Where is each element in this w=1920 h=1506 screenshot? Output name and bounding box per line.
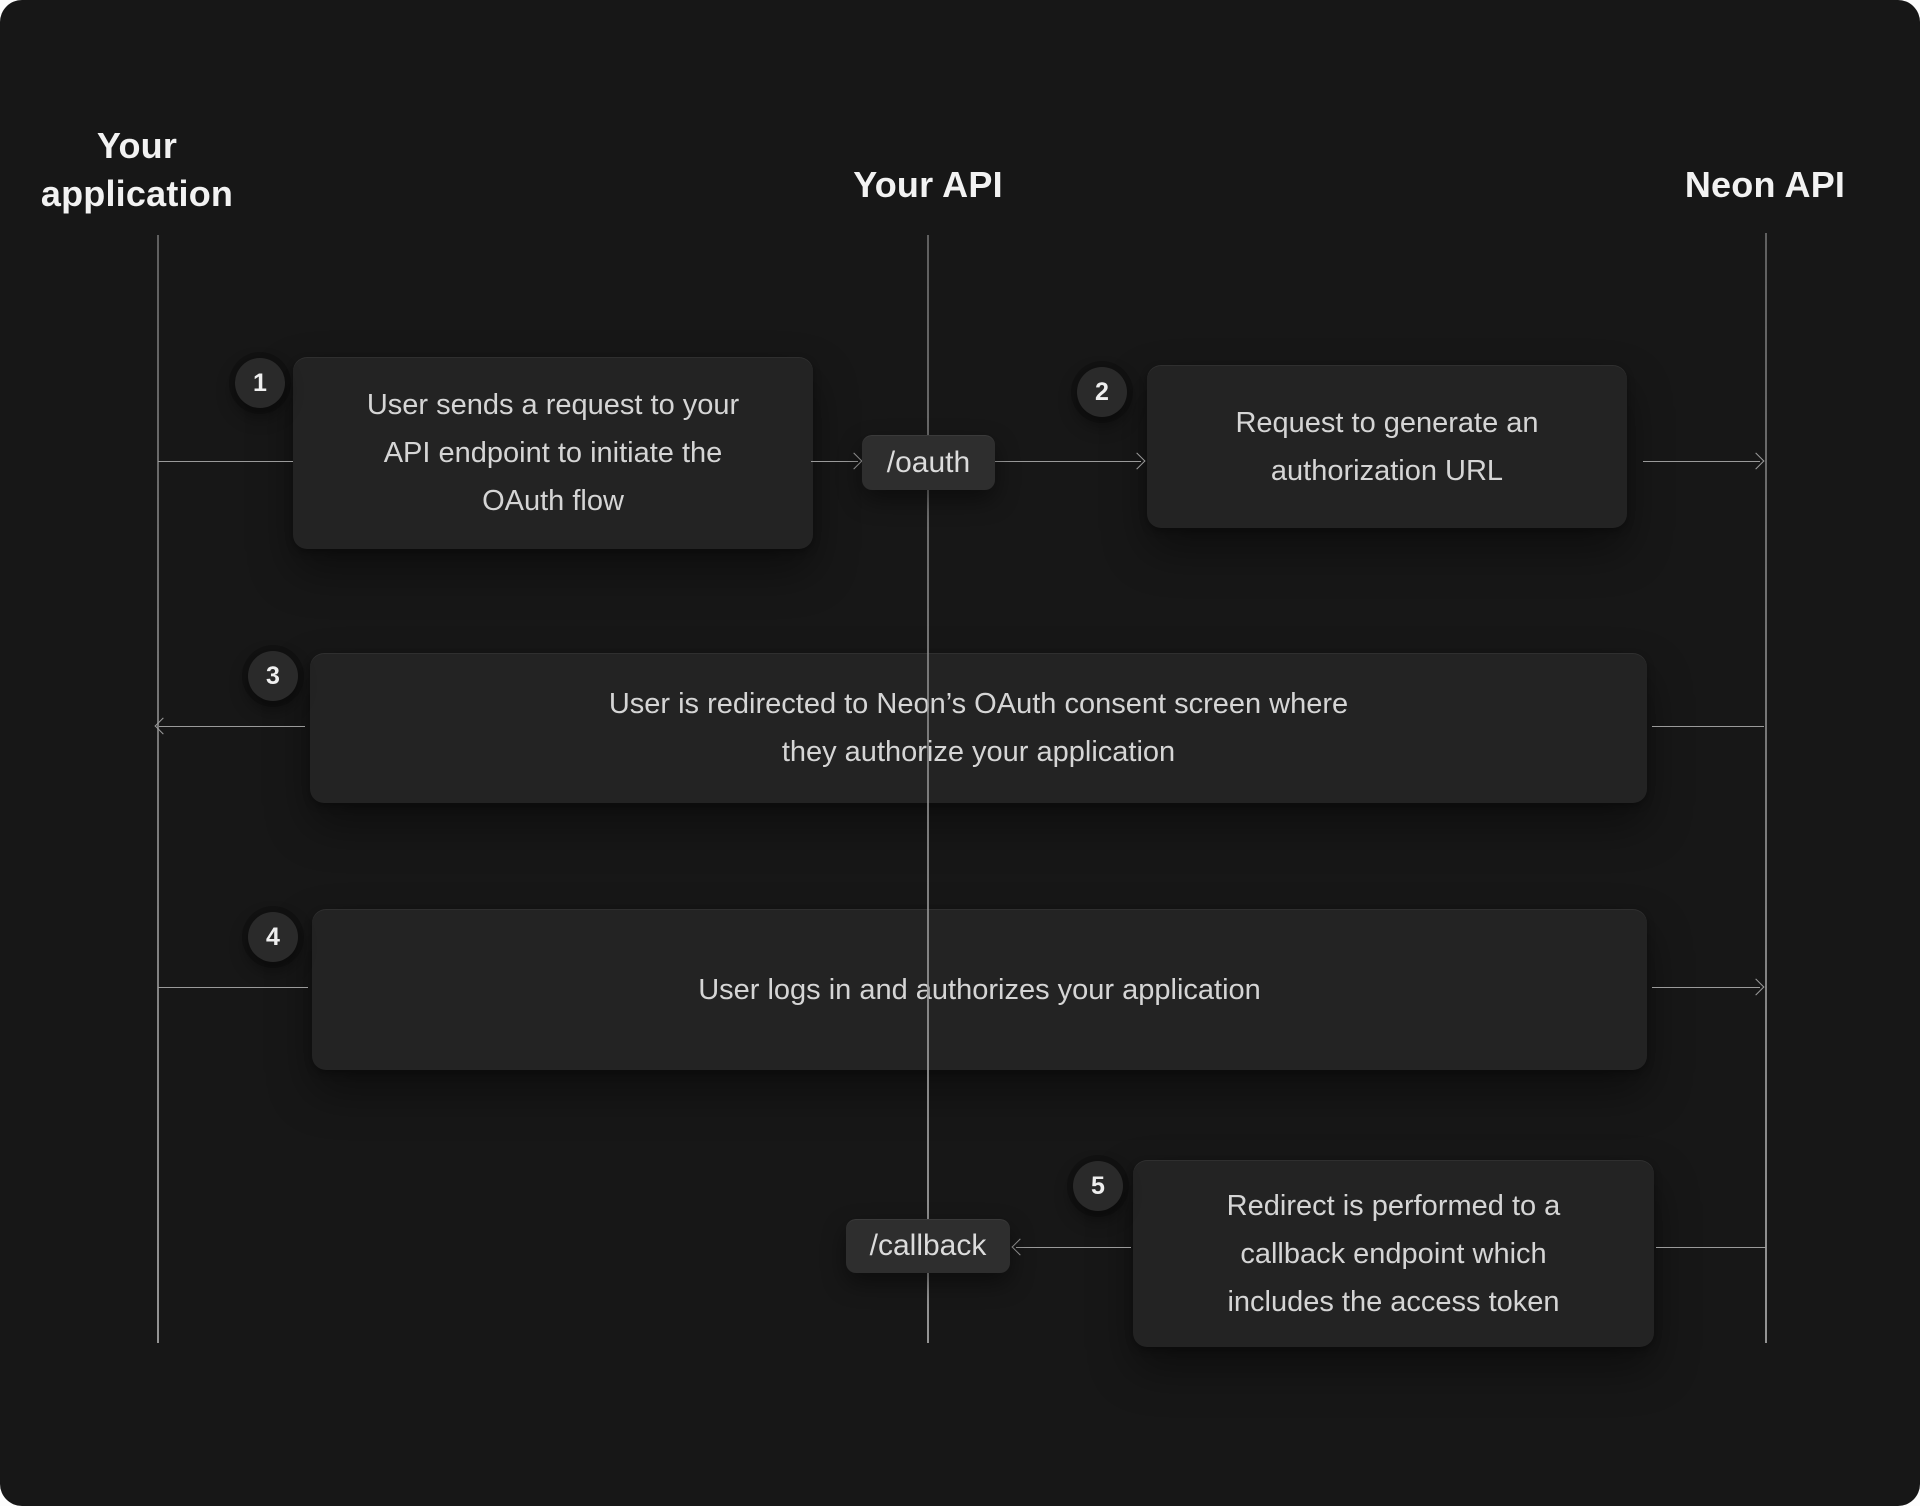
step-box-1-line: OAuth flow bbox=[482, 485, 624, 517]
step-box-1-line: API endpoint to initiate the bbox=[383, 437, 723, 469]
arrow-box5-to-callback bbox=[1016, 1247, 1131, 1248]
arrow-box1-to-oauth bbox=[811, 461, 858, 462]
lifeline-neon-api bbox=[1765, 233, 1767, 1343]
endpoint-chip-callback: /callback bbox=[846, 1219, 1010, 1273]
step-box-5-line: includes the access token bbox=[1227, 1285, 1560, 1318]
step-box-2-line: Request to generate an bbox=[1235, 406, 1539, 439]
step-box-3-line: User is redirected to Neon’s OAuth conse… bbox=[608, 688, 1349, 720]
connector-neon-to-box5 bbox=[1656, 1247, 1766, 1248]
endpoint-chip-oauth: /oauth bbox=[862, 435, 995, 490]
step-box-4-line: User logs in and authorizes your applica… bbox=[698, 973, 1261, 1006]
lane-label-your-api: Your API bbox=[853, 164, 1003, 205]
arrow-box3-to-app bbox=[159, 726, 305, 727]
step-box-2-line: authorization URL bbox=[1270, 454, 1504, 487]
step-badge-1: 1 bbox=[235, 358, 285, 408]
step-box-1: User sends a request to your API endpoin… bbox=[293, 357, 813, 549]
arrow-oauth-to-box2 bbox=[995, 461, 1141, 462]
step-box-3-line: they authorize your application bbox=[781, 736, 1176, 768]
lane-label-your-application: Your application bbox=[40, 125, 234, 214]
step-box-5-line: callback endpoint which bbox=[1240, 1237, 1547, 1270]
lifeline-your-application bbox=[157, 235, 159, 1343]
lane-label-neon-api: Neon API bbox=[1684, 164, 1846, 205]
arrow-box2-to-neon bbox=[1643, 461, 1760, 462]
step-box-2: Request to generate an authorization URL bbox=[1147, 365, 1627, 528]
step-badge-3: 3 bbox=[248, 651, 298, 701]
step-box-5: Redirect is performed to a callback endp… bbox=[1133, 1160, 1654, 1347]
arrow-box4-to-neon bbox=[1652, 987, 1760, 988]
step-badge-2: 2 bbox=[1077, 367, 1127, 417]
step-box-5-line: Redirect is performed to a bbox=[1226, 1189, 1561, 1222]
step-badge-5: 5 bbox=[1073, 1161, 1123, 1211]
step-box-4: User logs in and authorizes your applica… bbox=[312, 909, 1647, 1070]
connector-app-to-box4 bbox=[158, 987, 308, 988]
step-box-1-line: User sends a request to your bbox=[366, 389, 740, 421]
step-box-3: User is redirected to Neon’s OAuth conse… bbox=[310, 653, 1647, 803]
step-badge-4: 4 bbox=[248, 912, 298, 962]
connector-neon-to-box3 bbox=[1652, 726, 1764, 727]
lifeline-your-api bbox=[927, 235, 929, 1343]
connector-app-to-box1 bbox=[158, 461, 293, 462]
